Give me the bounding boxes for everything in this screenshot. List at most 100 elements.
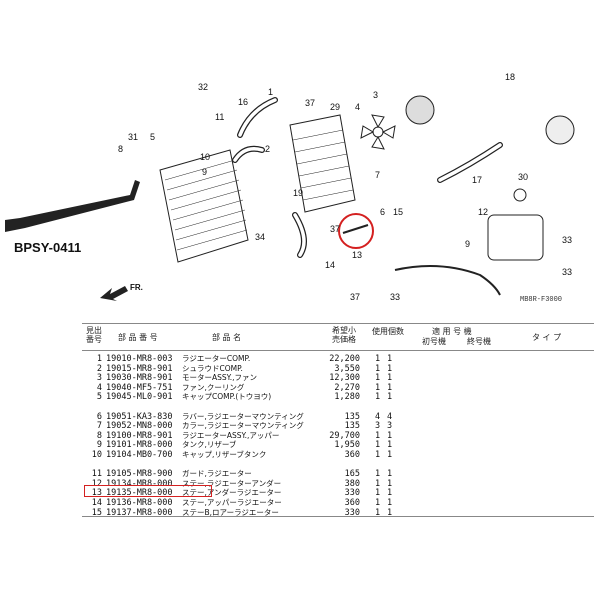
part-name: ラバー,ラジエーターマウンティング	[182, 411, 304, 421]
qty-1: 1	[375, 373, 381, 384]
part-number: 19010-MR8-003	[106, 354, 173, 364]
callout: 6	[380, 207, 385, 217]
qty-2: 1	[387, 363, 393, 374]
header-part-no: 部 品 番 号	[118, 333, 158, 342]
callout: 9	[202, 167, 207, 177]
callout: 1	[268, 87, 273, 97]
callout: 5	[150, 132, 155, 142]
qty-1: 1	[375, 392, 381, 403]
callout: 34	[255, 232, 265, 242]
table-row	[82, 402, 594, 412]
part-name: ラジエーターCOMP.	[182, 354, 251, 363]
callout: 18	[505, 72, 515, 82]
callout: 32	[198, 82, 208, 92]
part-number: 19137-MR8-000	[106, 507, 173, 518]
ref-no: 12	[91, 478, 102, 489]
callout: 7	[375, 170, 380, 180]
part-number: 19045-ML0-901	[106, 392, 173, 403]
part-name: ステーB,ロアーラジエーター	[182, 507, 279, 517]
ref-no: 8	[96, 430, 102, 441]
fr-label: FR.	[130, 283, 143, 292]
qty-2: 1	[387, 373, 393, 384]
part-number: 19052-MN8-000	[106, 421, 173, 432]
ref-no: 6	[96, 411, 102, 422]
price: 2,270	[334, 382, 360, 393]
price: 29,700	[329, 430, 360, 441]
price: 380	[344, 478, 360, 489]
callout: 37	[350, 292, 360, 302]
fan-icon	[360, 114, 396, 150]
price: 360	[344, 450, 360, 460]
qty-1: 3	[375, 421, 381, 432]
part-name: ステー,アンダーラジエーター	[182, 488, 282, 498]
diagram-ref-code: MB8R-F3000	[520, 296, 563, 304]
part-number: 19104-MB0-700	[106, 450, 173, 460]
price: 1,950	[334, 440, 360, 451]
header-name: 部 品 名	[212, 333, 242, 342]
callout: 15	[393, 207, 403, 217]
callout: 14	[325, 260, 335, 270]
callout: 10	[200, 152, 210, 162]
highlighted-row-box	[84, 485, 212, 497]
ref-no: 4	[96, 382, 102, 393]
price: 22,200	[329, 354, 360, 364]
callout: 29	[330, 102, 340, 112]
qty-2: 1	[387, 469, 393, 480]
callout: 37	[305, 98, 315, 108]
qty-1: 1	[375, 363, 381, 374]
part-number: 19051-KA3-830	[106, 411, 173, 422]
qty-1: 1	[375, 440, 381, 451]
header-ref: 見出番号	[86, 326, 102, 344]
part-name: モーターASSY.,ファン	[182, 373, 257, 383]
qty-2: 1	[387, 354, 393, 364]
ref-no: 9	[96, 440, 102, 451]
thermostat-housing	[545, 115, 575, 145]
price: 135	[344, 411, 360, 422]
radiator-middle	[289, 114, 356, 213]
qty-1: 1	[375, 430, 381, 441]
ref-no: 7	[96, 421, 102, 432]
part-name: ラジエーターASSY.,アッパー	[182, 430, 280, 440]
stay-bracket-left	[5, 180, 140, 232]
qty-2: 1	[387, 507, 393, 518]
radiator-left	[159, 149, 249, 263]
price: 165	[344, 469, 360, 480]
part-name: ガード,ラジエーター	[182, 469, 252, 479]
qty-1: 1	[375, 450, 381, 460]
callout-labels: 32 16 1 31 8 5 11 10 9 2 37 29 4 3 18 7 …	[118, 72, 572, 302]
part-number: 19101-MR8-000	[106, 440, 173, 451]
front-arrow-icon	[100, 286, 128, 301]
header-models: 適 用 号 機	[432, 327, 472, 336]
qty-2: 1	[387, 450, 393, 460]
callout: 11	[215, 112, 224, 122]
parts-exploded-diagram: 32 16 1 31 8 5 11 10 9 2 37 29 4 3 18 7 …	[5, 72, 575, 302]
header-price: 希望小売価格	[332, 326, 356, 344]
ref-no: 11	[91, 469, 102, 480]
ref-no: 3	[96, 373, 102, 384]
qty-1: 1	[375, 382, 381, 393]
part-name: カラー,ラジエーターマウンティング	[182, 421, 304, 431]
price: 135	[344, 421, 360, 432]
callout: 30	[518, 172, 528, 182]
part-name: ファン,クーリング	[182, 382, 245, 392]
ref-no: 15	[91, 507, 102, 518]
header-type: タ イ プ	[532, 333, 562, 342]
part-name: キャップ,リザーブタンク	[182, 450, 267, 459]
qty-1: 1	[375, 488, 381, 499]
ref-no: 2	[96, 363, 102, 374]
qty-1: 1	[375, 469, 381, 480]
callout: 19	[293, 188, 303, 198]
price: 12,300	[329, 373, 360, 384]
price: 1,280	[334, 392, 360, 403]
part-number: 19136-MR8-000	[106, 498, 173, 508]
